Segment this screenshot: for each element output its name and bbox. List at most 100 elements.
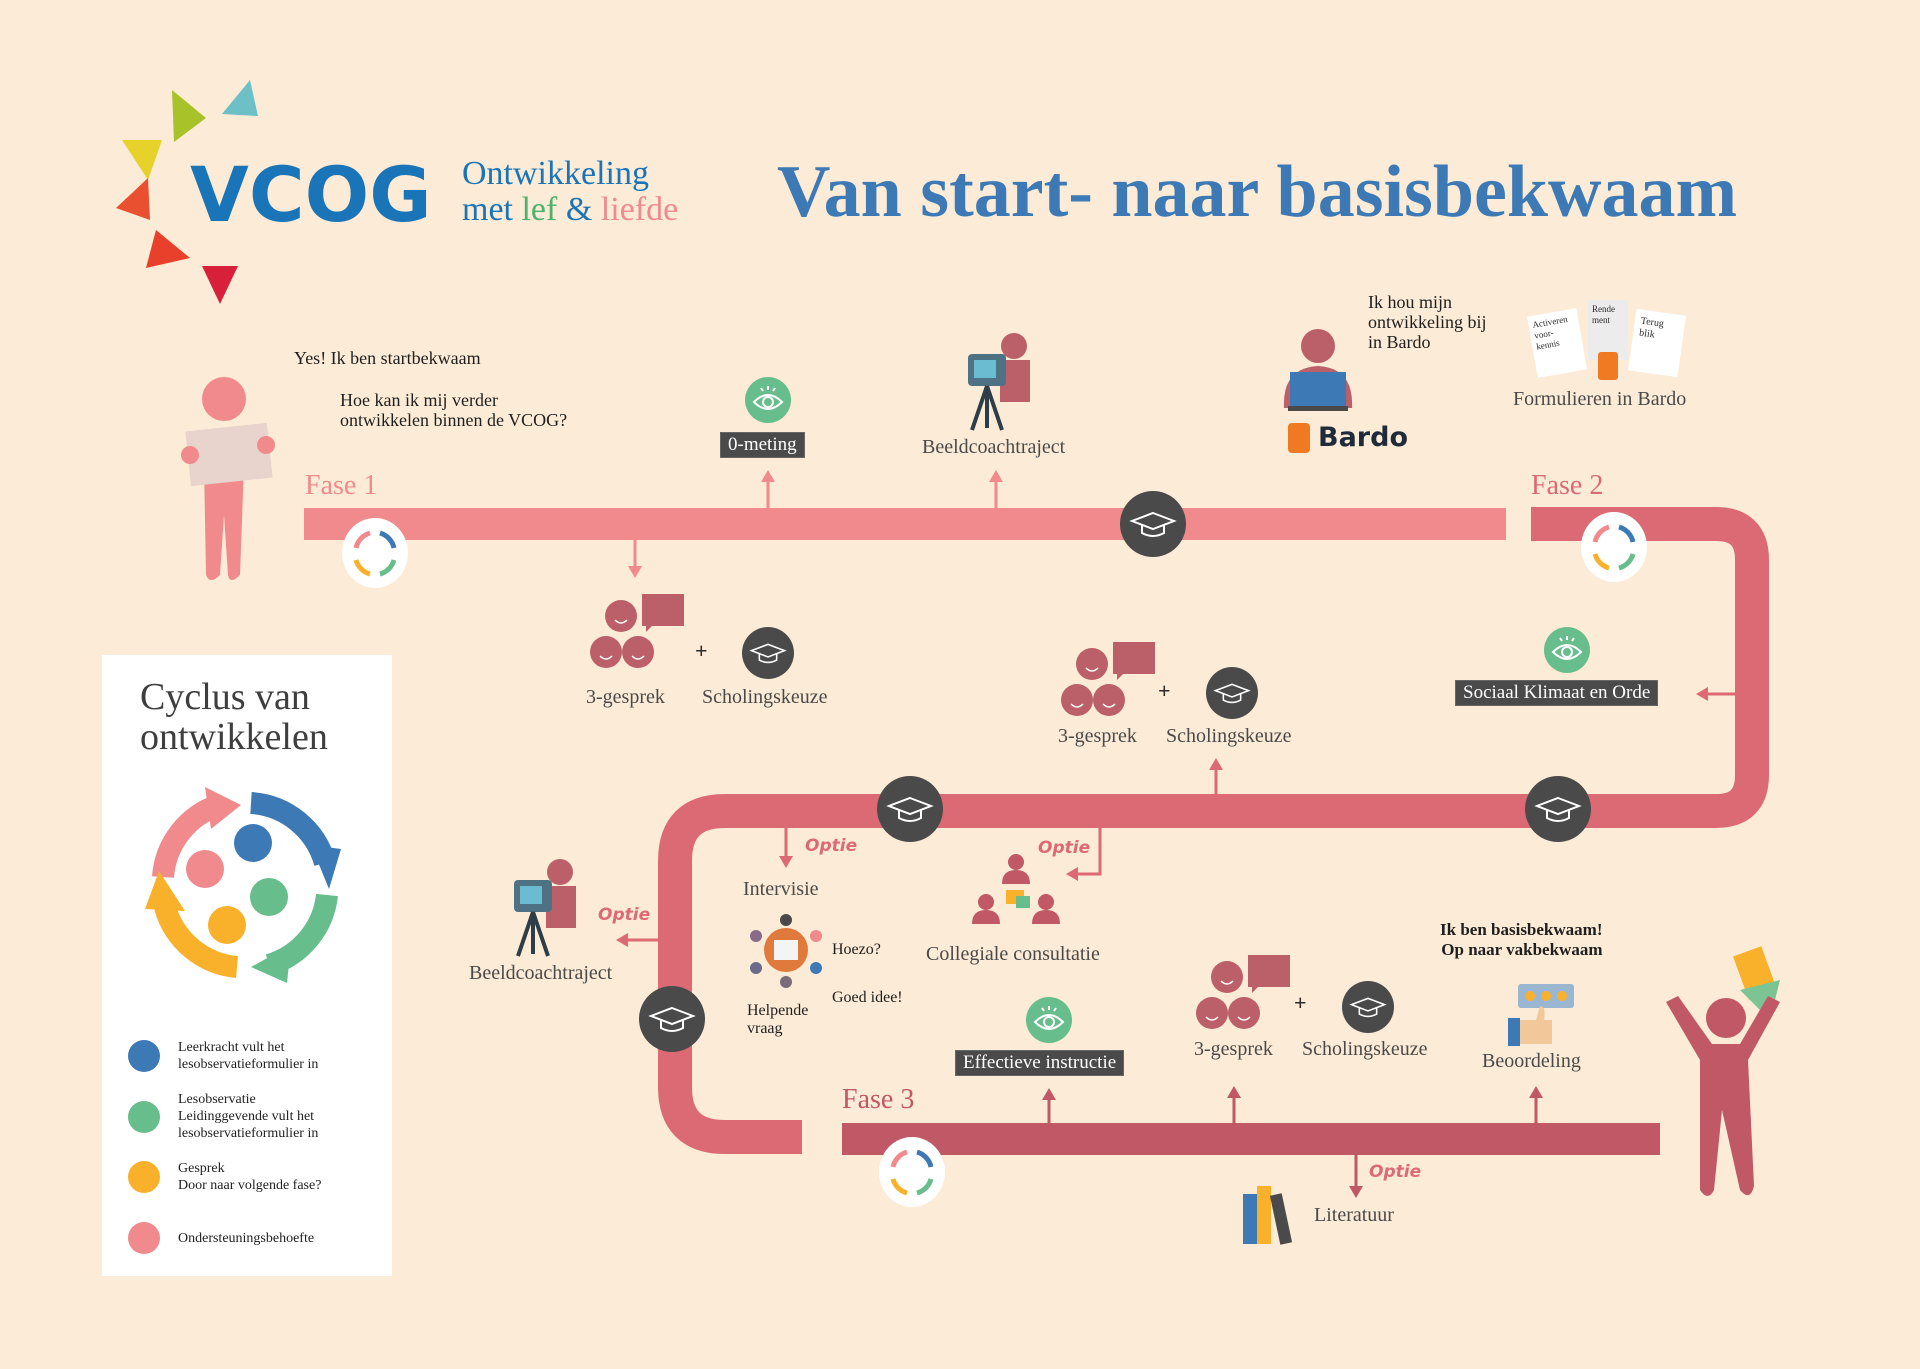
eye-glyph <box>1551 636 1583 660</box>
fase1-arrows <box>628 470 1003 578</box>
form-paper: Terug blik <box>1627 308 1687 378</box>
cap-glyph <box>1534 796 1582 822</box>
eye-icon <box>745 377 791 423</box>
effectieve-instructie-label: Effectieve instructie <box>955 1050 1125 1076</box>
graduation-cap-icon <box>1206 667 1258 719</box>
tagline-line1: Ontwikkeling <box>462 155 649 192</box>
faces-glyph <box>1196 955 1290 1029</box>
three-faces-icon <box>588 594 688 679</box>
camera-glyph <box>514 859 576 957</box>
hoezo-label: Hoezo? <box>832 941 881 958</box>
three-faces-icon <box>1194 955 1294 1040</box>
cap-glyph <box>749 643 787 664</box>
logo-tagline: Ontwikkeling met lef & liefde <box>462 156 678 228</box>
cap-glyph <box>1349 997 1387 1018</box>
legend-text: Gesprek <box>178 1161 225 1176</box>
legend-title-line2: ontwikkelen <box>140 716 328 758</box>
bardo-logo-text: Bardo <box>1318 422 1408 453</box>
beeldcoach-label-left: Beeldcoachtraject <box>469 962 613 984</box>
fase1-road <box>304 508 1506 540</box>
optie-collegiale: Optie <box>1038 838 1091 858</box>
gesprek-label-1: 3-gesprek <box>586 686 665 708</box>
faces-glyph <box>590 594 684 668</box>
cycle-icon <box>879 1137 945 1207</box>
beoordeling-label: Beoordeling <box>1482 1050 1581 1072</box>
beeldcoach-label-top: Beeldcoachtraject <box>922 436 1066 458</box>
graduation-cap-icon <box>742 627 794 679</box>
bardo-b-icon <box>1288 422 1310 453</box>
helpende-line2: vraag <box>747 1020 783 1037</box>
cycle-icon <box>1581 512 1647 582</box>
legend-title: Cyclus van ontwikkelen <box>140 677 328 757</box>
three-faces-icon <box>1059 642 1159 727</box>
fase2-arrows <box>616 687 1736 947</box>
logo-sun-rays <box>116 80 258 304</box>
formulieren-label: Formulieren in Bardo <box>1513 388 1687 410</box>
books-icon <box>1243 1186 1293 1245</box>
cycle-arrows <box>890 1149 934 1196</box>
graduation-cap-icon <box>877 776 943 842</box>
plus-sign: + <box>1158 678 1171 703</box>
camera-person-icon <box>966 332 1036 432</box>
graduation-cap-icon <box>639 986 705 1052</box>
fase3-label: Fase 3 <box>842 1084 915 1115</box>
legend-text: Leidinggevende vult het <box>178 1109 315 1124</box>
fase3-arrows <box>1042 1086 1543 1198</box>
bardo-logo: Bardo <box>1288 422 1408 453</box>
fase2-road <box>658 507 1769 1154</box>
graduation-cap-icon <box>1525 776 1591 842</box>
tagline-liefde: liefde <box>600 191 679 228</box>
camera-glyph <box>968 333 1030 431</box>
eye-icon <box>1544 627 1590 673</box>
speech-basisbekwaam: Ik ben basisbekwaam! Op naar vakbekwaam <box>1440 920 1603 960</box>
speech-bardo-line3: in Bardo <box>1368 332 1431 352</box>
optie-intervisie: Optie <box>805 836 858 856</box>
heart-handshake-icon <box>128 1222 160 1254</box>
speech-question-line1: Hoe kan ik mij verder <box>340 390 498 410</box>
speech-end-line1: Ik ben basisbekwaam! <box>1440 920 1603 939</box>
plus-sign: + <box>1294 990 1307 1015</box>
cap-glyph <box>886 796 934 822</box>
cycle-icon <box>342 518 408 588</box>
literatuur-label: Literatuur <box>1314 1204 1394 1226</box>
intervisie-group-icon <box>750 914 822 988</box>
collegiale-consultatie-icon <box>972 854 1060 924</box>
eye-icon <box>128 1100 160 1133</box>
development-cycle-icon <box>145 787 341 983</box>
scholing-label-2: Scholingskeuze <box>1166 725 1292 747</box>
scholing-label-1: Scholingskeuze <box>702 686 828 708</box>
cycle-arrows <box>353 530 397 577</box>
optie-literatuur: Optie <box>1369 1162 1422 1182</box>
fase3-road <box>842 1123 1660 1155</box>
logo: VCOG Ontwikkeling met lef & liefde <box>110 80 750 310</box>
legend-item-ondersteuning: Ondersteuningsbehoefte <box>128 1222 321 1254</box>
legend-text: Lesobservatie <box>178 1092 256 1107</box>
chat-icon <box>128 1161 160 1193</box>
helpende-vraag-label: Helpende vraag <box>747 1002 808 1038</box>
fase2-label: Fase 2 <box>1531 470 1604 501</box>
helpende-line1: Helpende <box>747 1002 809 1019</box>
eye-icon <box>1026 997 1072 1043</box>
tagline-met: met <box>462 191 513 228</box>
legend-panel: Cyclus van ontwikkelen Leerkracht vult h… <box>102 655 392 1276</box>
tagline-lef: lef <box>521 191 558 228</box>
cycle-arrows <box>1592 524 1636 571</box>
tagline-amp: & <box>565 191 593 228</box>
cap-glyph <box>1213 683 1251 704</box>
goed-idee-label: Goed idee! <box>832 989 903 1006</box>
intervisie-label: Intervisie <box>743 878 819 900</box>
celebrating-person-icon <box>1666 946 1780 1196</box>
scholing-label-3: Scholingskeuze <box>1302 1038 1428 1060</box>
form-pen-icon <box>128 1040 160 1072</box>
sociaal-klimaat-label: Sociaal Klimaat en Orde <box>1455 680 1659 706</box>
legend-text: Door naar volgende fase? <box>178 1178 322 1193</box>
eye-glyph <box>752 386 784 410</box>
legend-text: Leerkracht vult het <box>178 1040 285 1055</box>
speech-bardo-line2: ontwikkeling bij <box>1368 312 1487 332</box>
cap-glyph <box>1129 511 1177 537</box>
speech-end-line2: Op naar vakbekwaam <box>1441 940 1603 959</box>
